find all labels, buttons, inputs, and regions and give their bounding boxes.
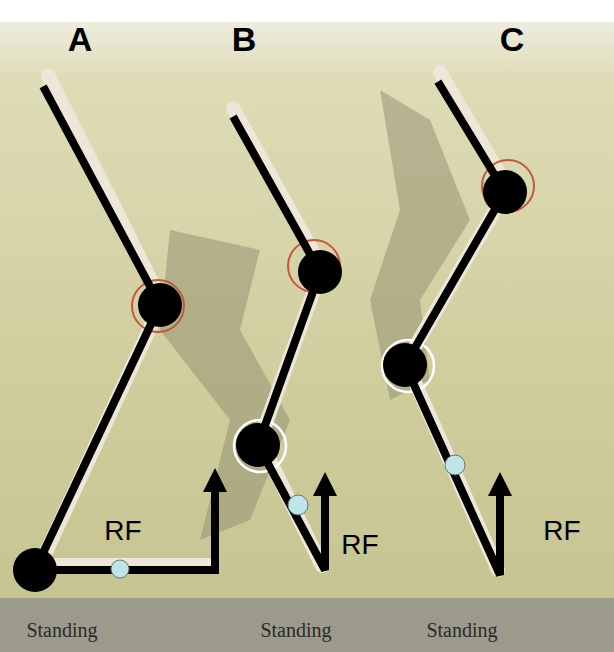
caption-text: Standing <box>426 619 497 641</box>
caption-text: Standing <box>26 619 97 641</box>
panel-letter: B <box>232 21 257 58</box>
panel-letter: A <box>68 21 93 58</box>
caption-text: Standing <box>260 619 331 641</box>
force-label: RF <box>104 516 141 547</box>
force-label: RF <box>341 530 378 561</box>
panel-letter: C <box>500 21 525 58</box>
force-label: RF <box>543 516 580 547</box>
